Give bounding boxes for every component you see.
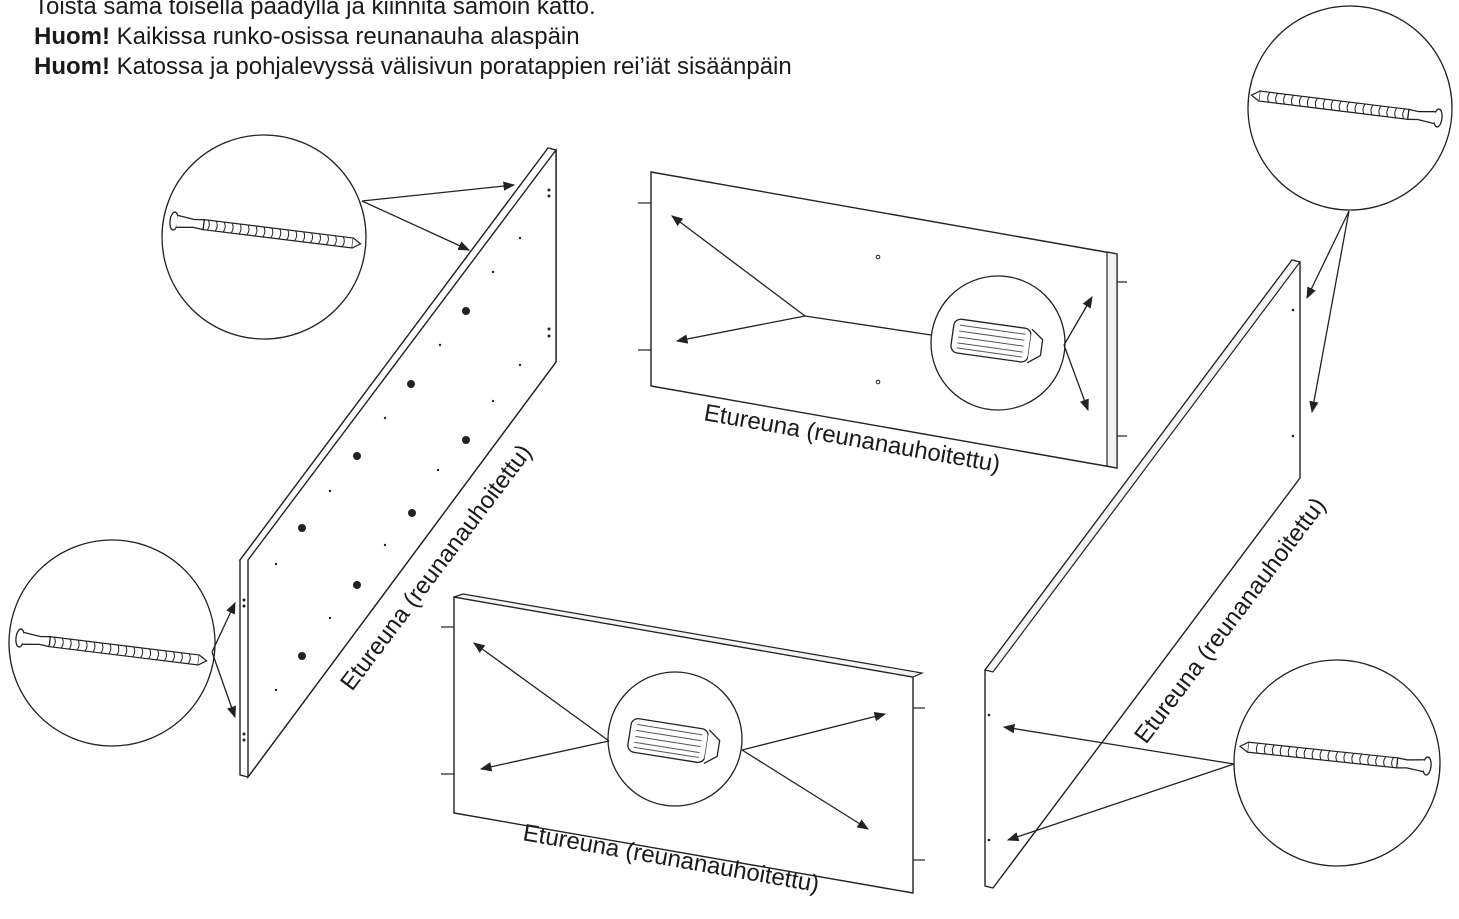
screw-callout-bottom-left <box>8 539 236 747</box>
note-label: Huom! <box>34 23 110 50</box>
instructions: Toista sama toisella päädyllä ja kiinnit… <box>34 0 792 82</box>
screw-callout-top-right <box>1247 5 1453 414</box>
screw-callout-bottom-right <box>1002 659 1441 867</box>
note-text: Katossa ja pohjalevyssä välisivun porata… <box>109 53 792 80</box>
dowel-callout-base <box>473 642 887 830</box>
note-text: Kaikissa runko-osissa reunanauha alaspäi… <box>109 23 580 50</box>
instruction-line-3: Huom! Katossa ja pohjalevyssä välisivun … <box>34 52 792 82</box>
instruction-line-1: Toista sama toisella päädyllä ja kiinnit… <box>34 0 596 20</box>
dowel-callout-roof <box>671 215 1093 412</box>
screw-callout-top-left <box>161 134 516 340</box>
instruction-line-2: Huom! Kaikissa runko-osissa reunanauha a… <box>34 22 792 52</box>
note-label: Huom! <box>34 53 110 80</box>
